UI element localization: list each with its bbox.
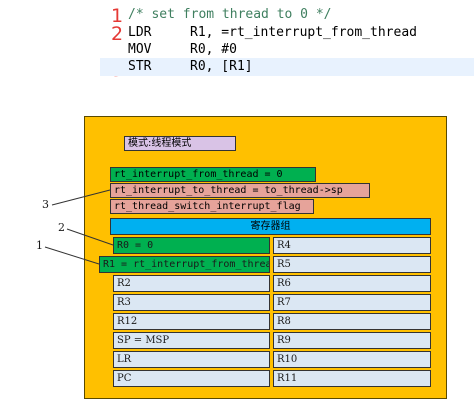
register-r11: R11: [273, 370, 431, 387]
register-r5: R5: [273, 256, 431, 273]
register-lr: LR: [113, 351, 270, 368]
code-line-str: STR R0, [R1]: [100, 58, 474, 76]
leader-line-2: [66, 228, 114, 246]
code-operands: R0, [R1]: [190, 59, 253, 74]
register-r8: R8: [273, 313, 431, 330]
code-line-comment: /* set from thread to 0 */: [100, 6, 474, 24]
register-r9: R9: [273, 332, 431, 349]
register-r12: R12: [113, 313, 270, 330]
register-r0: R0 = 0: [113, 237, 270, 254]
register-sp: SP = MSP: [113, 332, 270, 349]
leader-line-1: [44, 246, 100, 265]
line-number-2: 2: [111, 23, 124, 45]
register-r6: R6: [273, 275, 431, 292]
register-bank-title: 寄存器组: [110, 218, 431, 235]
code-opcode: STR: [128, 59, 152, 74]
var-interrupt-to-thread: rt_interrupt_to_thread = to_thread->sp: [110, 183, 370, 198]
line-number-1: 1: [111, 5, 124, 27]
register-r1: R1 = rt_interrupt_from_thread: [99, 256, 270, 273]
code-operands: R0, #0: [190, 42, 237, 57]
register-pc: PC: [113, 370, 270, 387]
register-r3: R3: [113, 294, 270, 311]
code-line-mov: MOV R0, #0: [100, 41, 474, 59]
mode-label: 模式:线程模式: [124, 136, 236, 151]
callout-2: 2: [58, 221, 65, 234]
register-r10: R10: [273, 351, 431, 368]
code-comment: /* set from thread to 0 */: [128, 7, 332, 22]
register-r2: R2: [113, 275, 270, 292]
callout-1: 1: [36, 239, 43, 252]
register-r7: R7: [273, 294, 431, 311]
code-operands: R1, =rt_interrupt_from_thread: [190, 25, 417, 40]
var-interrupt-from-thread: rt_interrupt_from_thread = 0: [110, 167, 316, 182]
leader-line-3: [51, 189, 111, 206]
code-opcode: MOV: [128, 42, 152, 57]
var-thread-switch-flag: rt_thread_switch_interrupt_flag: [110, 199, 314, 214]
code-opcode: LDR: [128, 25, 152, 40]
code-line-ldr: LDR R1, =rt_interrupt_from_thread: [100, 24, 474, 42]
register-r4: R4: [273, 237, 431, 254]
callout-3: 3: [42, 198, 49, 211]
